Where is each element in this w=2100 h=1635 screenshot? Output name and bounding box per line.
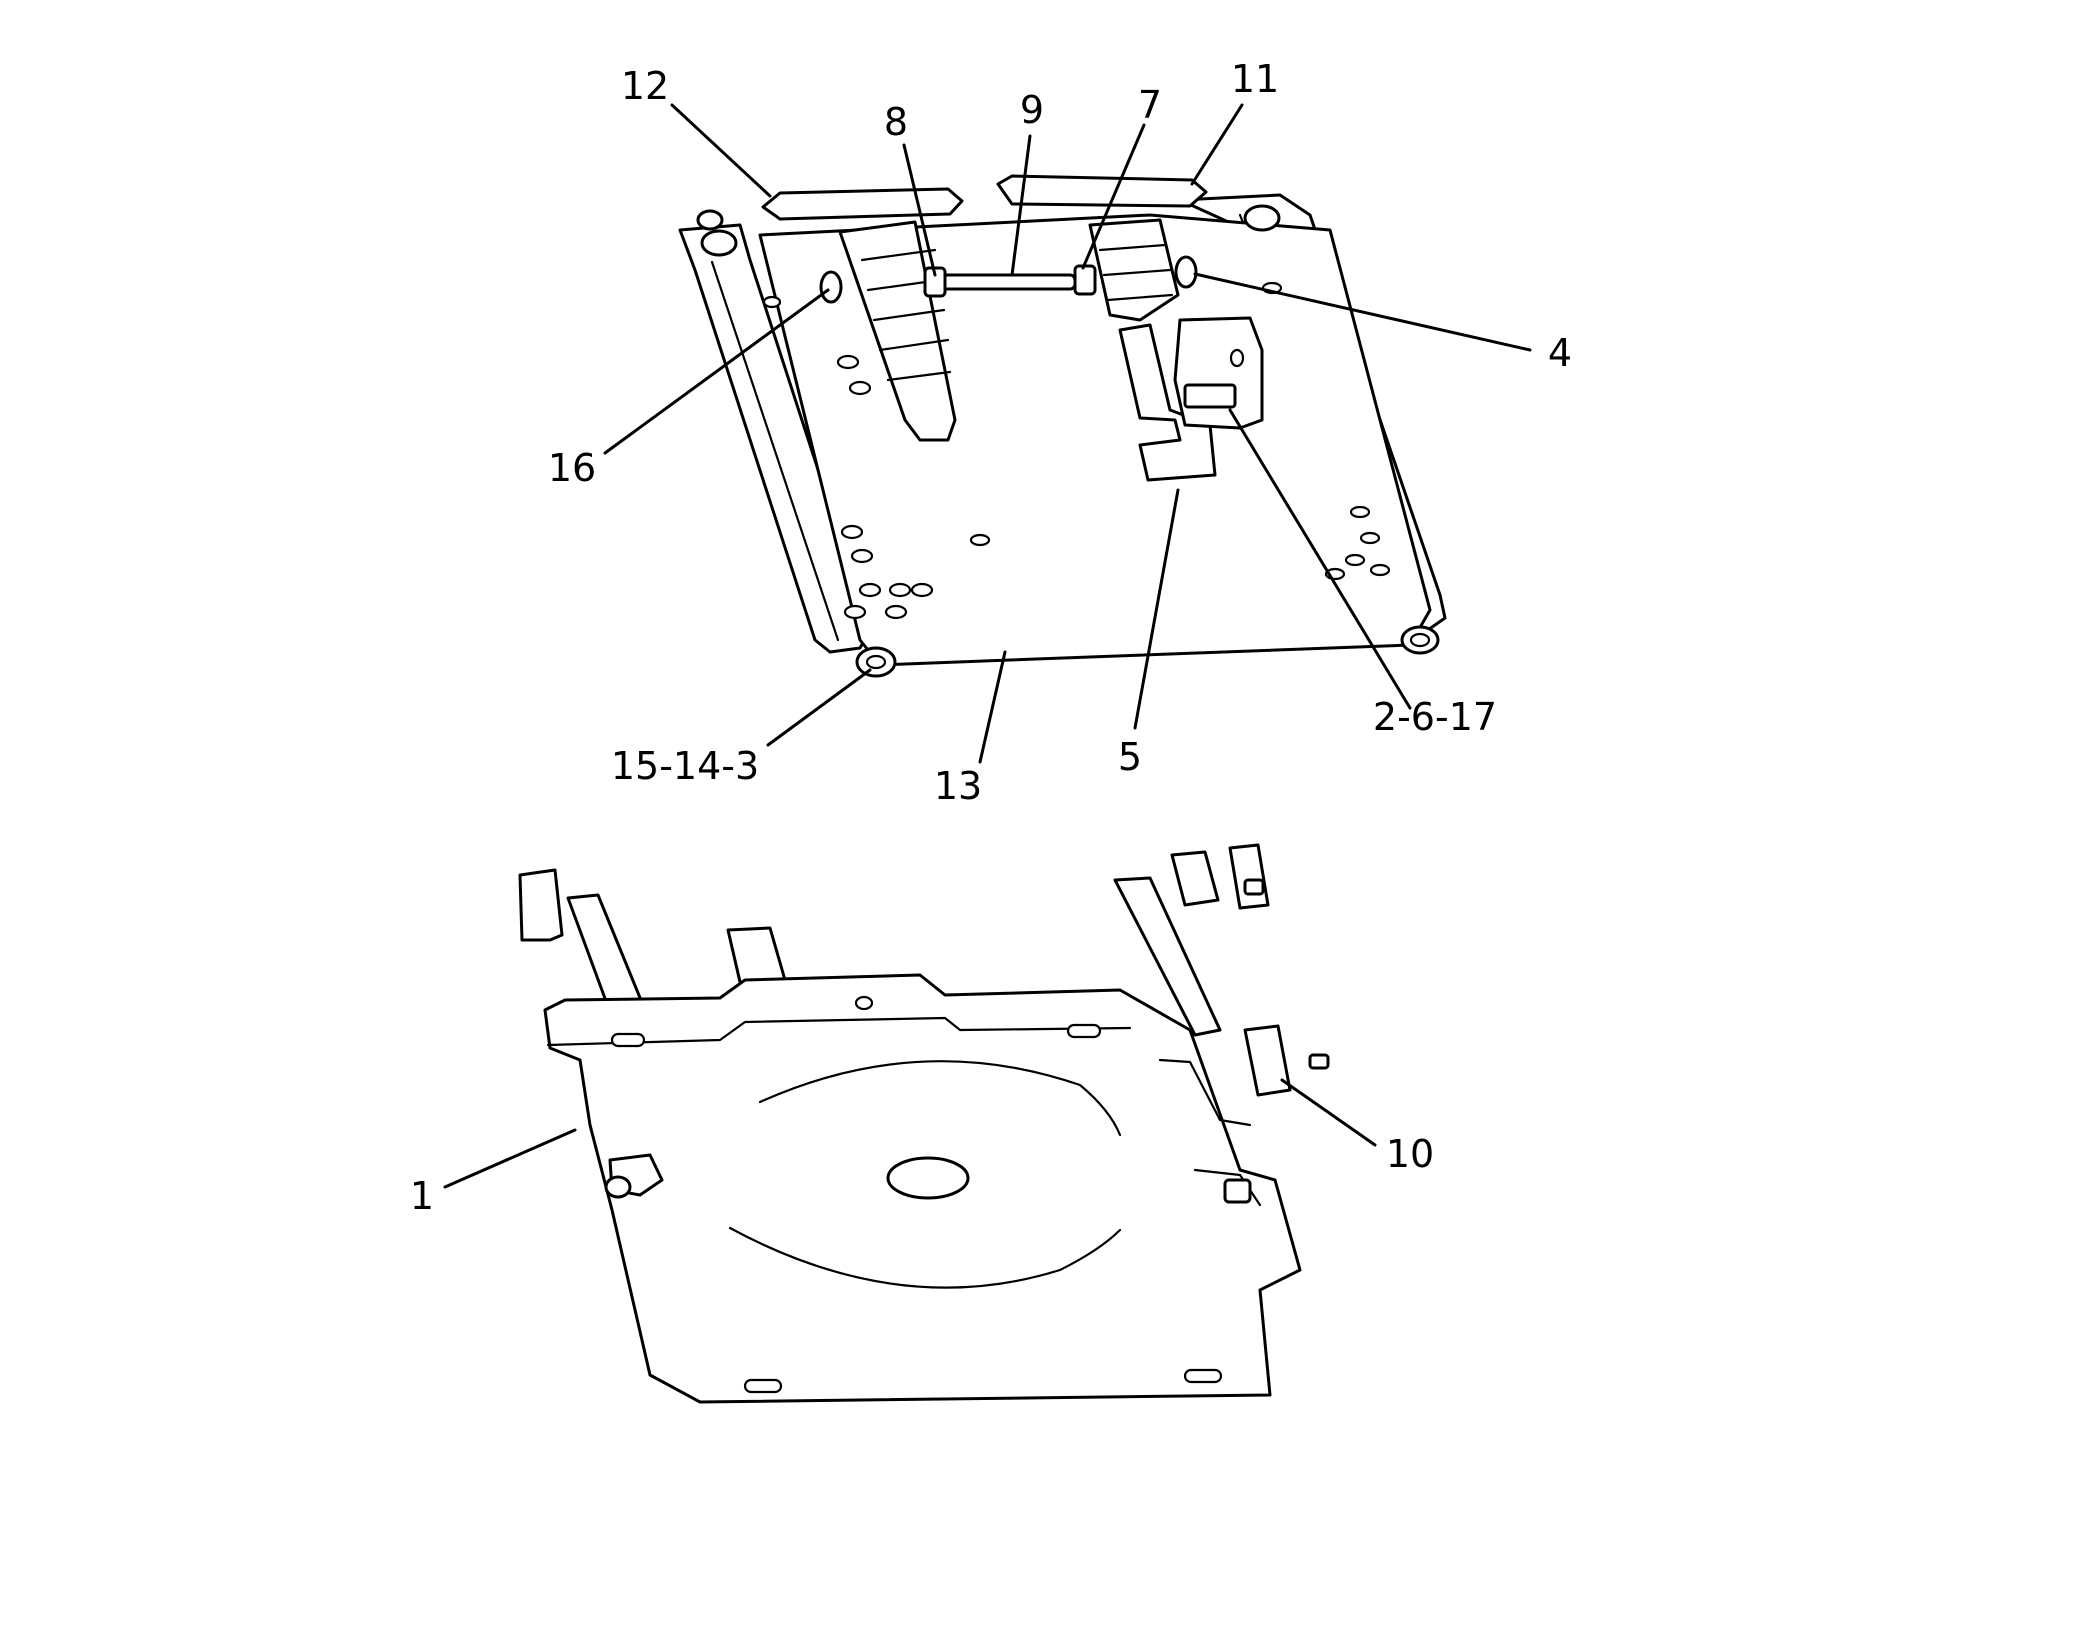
leader-4 bbox=[1193, 272, 1532, 352]
left-release-handle bbox=[761, 187, 964, 221]
callout-15-14-3: 15-14-3 bbox=[611, 744, 759, 788]
swivel-ring-upper bbox=[758, 1060, 1122, 1137]
leader-12 bbox=[670, 103, 772, 198]
lock-housing bbox=[1173, 316, 1264, 430]
swivel-center-hub bbox=[886, 1156, 970, 1200]
leader-16 bbox=[603, 288, 830, 455]
right-release-handle bbox=[996, 174, 1208, 208]
clip-pin-upper bbox=[1243, 878, 1265, 896]
left-slide-rail bbox=[678, 223, 872, 654]
callout-11: 11 bbox=[1231, 57, 1279, 101]
rear-center-tab bbox=[726, 926, 787, 984]
callout-16: 16 bbox=[548, 446, 596, 490]
plate-holes bbox=[762, 281, 1391, 620]
callout-4: 4 bbox=[1548, 331, 1572, 375]
leader-2 bbox=[1228, 408, 1412, 710]
corner-bolts bbox=[696, 204, 1440, 678]
right-bushing bbox=[1073, 264, 1097, 296]
swivel-ring-lower bbox=[728, 1226, 1122, 1289]
leader-5 bbox=[1133, 488, 1180, 730]
callout-12: 12 bbox=[621, 64, 669, 108]
callout-2-6-17: 2-6-17 bbox=[1373, 695, 1497, 739]
lower-swivel-assembly bbox=[518, 843, 1330, 1404]
callout-labels: 1 2-6-17 4 5 7 8 9 10 11 12 13 15-14-3 1… bbox=[410, 57, 1572, 1218]
plate-slots bbox=[610, 995, 1223, 1394]
spring-clip-upper bbox=[1228, 843, 1270, 910]
callout-10: 10 bbox=[1386, 1132, 1434, 1176]
callout-5: 5 bbox=[1118, 735, 1142, 779]
leader-9 bbox=[1010, 134, 1032, 277]
clip-pin-lower bbox=[1308, 1053, 1330, 1070]
left-rear-upright bbox=[518, 868, 564, 942]
connecting-shaft bbox=[933, 273, 1077, 291]
leader-1 bbox=[443, 1128, 577, 1189]
left-shaft-nut bbox=[819, 270, 843, 304]
callout-9: 9 bbox=[1020, 88, 1044, 132]
left-pedal bbox=[838, 220, 957, 442]
left-side-flange bbox=[566, 893, 647, 1014]
leader-7 bbox=[1081, 123, 1146, 270]
upper-slide-assembly bbox=[678, 174, 1447, 678]
spring-clip-lower bbox=[1243, 1024, 1292, 1097]
leader-8 bbox=[902, 143, 937, 277]
leader-15 bbox=[766, 668, 872, 747]
right-rear-upright bbox=[1113, 876, 1222, 1037]
leader-lines bbox=[443, 103, 1532, 1189]
leader-13 bbox=[978, 650, 1007, 764]
leader-11 bbox=[1190, 103, 1244, 186]
left-bushing bbox=[923, 266, 947, 298]
callout-8: 8 bbox=[884, 100, 908, 144]
callout-7: 7 bbox=[1138, 83, 1162, 127]
right-clip-upper bbox=[1170, 850, 1220, 907]
leader-10 bbox=[1280, 1078, 1377, 1147]
callout-1: 1 bbox=[410, 1174, 434, 1218]
callout-13: 13 bbox=[934, 764, 982, 808]
right-shaft-nut bbox=[1174, 255, 1198, 289]
latch-bracket bbox=[1118, 323, 1217, 482]
